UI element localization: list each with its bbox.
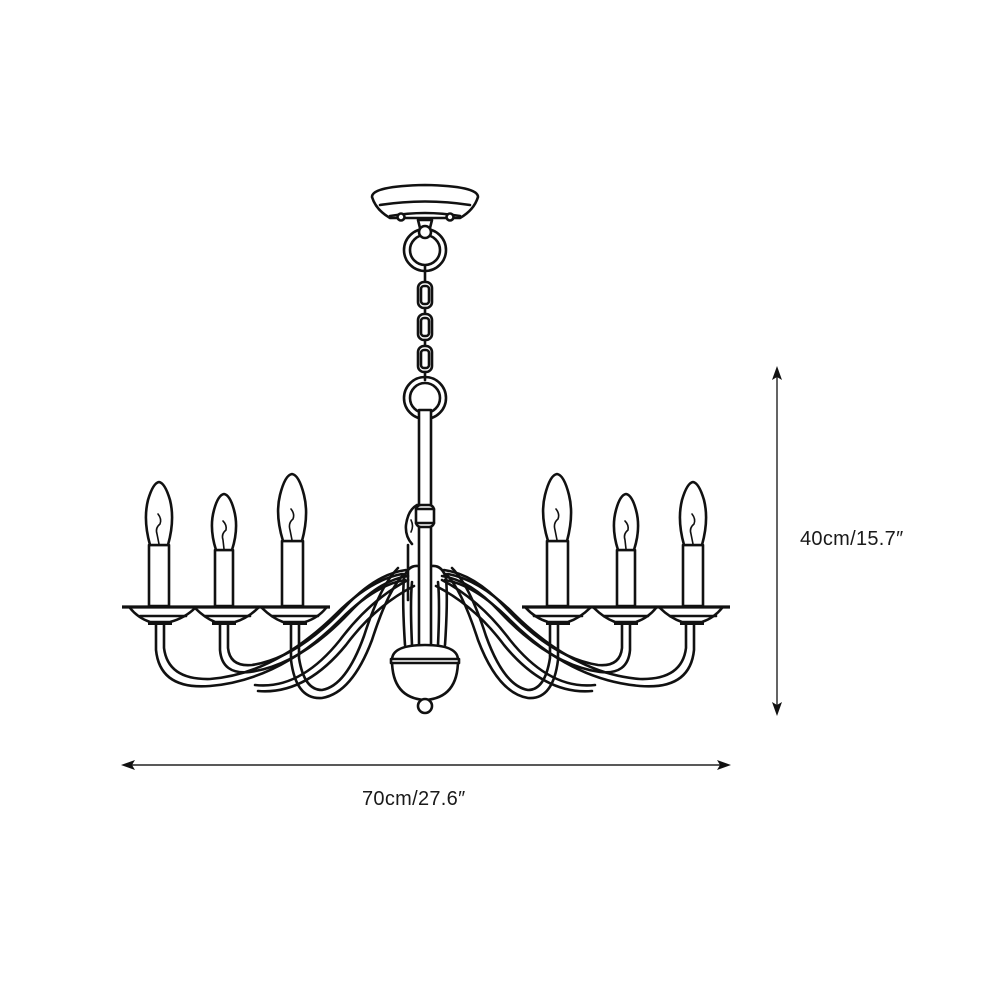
chain: [416, 264, 434, 382]
candle-6: [612, 492, 640, 608]
bottom-finial: [389, 643, 461, 715]
top-ring: [402, 224, 448, 273]
candle-3: [276, 472, 308, 608]
arms-back: [253, 578, 597, 693]
arms-inner: [401, 564, 449, 647]
bulb-back-center: [404, 503, 419, 602]
arms-right: [440, 566, 696, 700]
candle-7: [678, 480, 708, 608]
arms-left: [154, 566, 410, 700]
drip-tray-right: [522, 605, 730, 625]
width-dimension-arrow: [121, 760, 731, 770]
height-dimension-label: 40cm/15.7″: [800, 528, 904, 550]
ceiling-canopy: [370, 183, 480, 230]
drip-tray-left: [122, 605, 330, 625]
candle-2: [210, 492, 238, 608]
candle-1: [144, 480, 174, 608]
central-stem: [414, 408, 436, 648]
candle-5: [541, 472, 573, 608]
height-dimension-arrow: [772, 366, 782, 716]
width-dimension-label: 70cm/27.6″: [362, 788, 466, 810]
